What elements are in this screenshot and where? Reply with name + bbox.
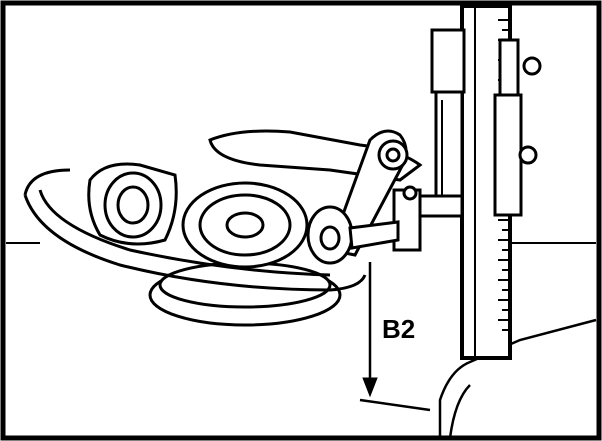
steering-knuckle	[23, 129, 423, 327]
lower-arm	[23, 168, 367, 292]
height-gauge	[392, 4, 542, 360]
slider-knob-lower	[518, 145, 538, 165]
measurement-label: B2	[382, 314, 415, 344]
surface-block	[359, 318, 597, 439]
gauge-slider	[493, 93, 523, 217]
slider-knob-upper	[522, 56, 542, 76]
measurement-arrow	[362, 262, 378, 398]
